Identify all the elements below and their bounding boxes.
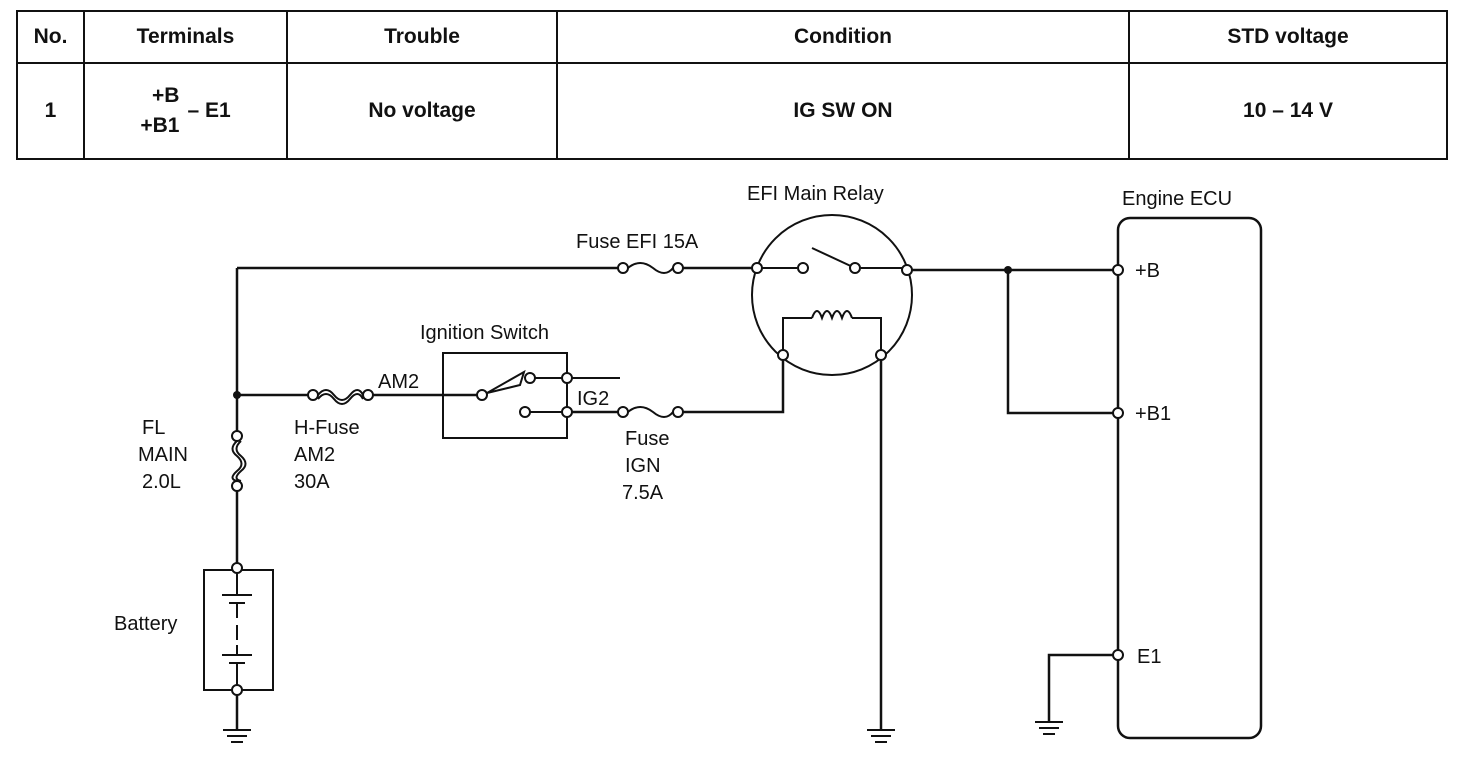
relay-terminal <box>849 262 861 274</box>
hfuse-label-line1: H-Fuse <box>294 417 360 439</box>
relay-terminal <box>797 262 809 274</box>
ign-switch-terminal <box>524 372 536 384</box>
ecu-terminal-b1 <box>1112 407 1124 419</box>
header-condition: Condition <box>556 10 1130 64</box>
fuse-ign-label-line2: IGN <box>625 455 661 477</box>
header-terminals: Terminals <box>83 10 288 64</box>
fl-label-line1: FL <box>142 417 165 439</box>
ecu-pin-e1-label: E1 <box>1137 646 1161 668</box>
ecu-terminal-e1 <box>1112 649 1124 661</box>
header-std-voltage: STD voltage <box>1128 10 1448 64</box>
relay-terminal <box>901 264 913 276</box>
hfuse-label-line3: 30A <box>294 471 330 493</box>
junction-dot <box>233 391 241 399</box>
engine-ecu-label: Engine ECU <box>1122 188 1232 210</box>
fl-label-line2: MAIN <box>138 444 188 466</box>
relay-terminal <box>777 349 789 361</box>
ecu-terminal-b <box>1112 264 1124 276</box>
fuse-efi-label: Fuse EFI 15A <box>576 231 699 253</box>
terminal-b1: +B1 <box>140 114 180 137</box>
table-row: 1 +B +B1 – E1 No voltage IG SW ON 10 – 1… <box>16 62 1448 160</box>
fl-label-line3: 2.0L <box>142 471 181 493</box>
ign-switch-terminal <box>561 372 573 384</box>
cell-no: 1 <box>16 62 85 160</box>
relay-terminal <box>751 262 763 274</box>
header-trouble: Trouble <box>286 10 558 64</box>
spec-table: No. Terminals Trouble Condition STD volt… <box>16 10 1448 160</box>
am2-label: AM2 <box>378 371 419 393</box>
ign-switch-terminal <box>476 389 488 401</box>
ign-switch-terminal <box>519 406 531 418</box>
ig2-label: IG2 <box>577 388 609 410</box>
engine-ecu-box <box>1116 216 1263 740</box>
ign-switch-terminal <box>561 406 573 418</box>
fuse-ign-label-line3: 7.5A <box>622 482 664 504</box>
fuse-efi-icon <box>627 262 674 274</box>
battery-box <box>203 569 274 691</box>
fl-terminal <box>231 480 243 492</box>
terminals-group: +B +B1 – E1 <box>140 81 230 141</box>
hfuse-terminal <box>307 389 319 401</box>
fuse-ign-label-line1: Fuse <box>625 428 669 450</box>
wire-ign-fuse-to-relay <box>678 355 785 414</box>
battery-terminal <box>231 562 243 574</box>
cell-std-voltage: 10 – 14 V <box>1128 62 1448 160</box>
efi-relay-label: EFI Main Relay <box>747 183 884 205</box>
fuse-ign-icon <box>627 406 674 418</box>
wire-e1-ground <box>1047 653 1118 722</box>
hfuse-terminal <box>362 389 374 401</box>
battery-terminal <box>231 684 243 696</box>
fuse-efi-terminal <box>672 262 684 274</box>
ground-icon <box>1035 721 1063 735</box>
ign-switch-arm <box>486 369 526 394</box>
table-header-row: No. Terminals Trouble Condition STD volt… <box>16 10 1448 64</box>
terminal-e1: – E1 <box>187 99 231 122</box>
fl-link-icon <box>231 440 247 482</box>
fuse-ign-terminal <box>672 406 684 418</box>
cell-condition: IG SW ON <box>556 62 1130 160</box>
relay-coil-wires <box>782 317 882 355</box>
ecu-pin-b1-label: +B1 <box>1135 403 1171 425</box>
hfuse-icon <box>317 389 364 405</box>
ignition-switch-label: Ignition Switch <box>420 322 549 344</box>
ground-icon <box>867 729 895 743</box>
relay-contact-arm <box>811 247 856 269</box>
hfuse-label-line2: AM2 <box>294 444 335 466</box>
battery-cells-icon <box>222 573 252 685</box>
ign-switch-wires <box>530 377 620 413</box>
fuse-efi-terminal <box>617 262 629 274</box>
relay-terminal <box>875 349 887 361</box>
cell-trouble: No voltage <box>286 62 558 160</box>
wire-junction-b1 <box>1006 270 1118 415</box>
header-no: No. <box>16 10 85 64</box>
terminal-b: +B <box>152 84 180 107</box>
cell-terminals: +B +B1 – E1 <box>83 62 288 160</box>
efi-relay-body <box>751 214 913 376</box>
ground-icon <box>223 729 251 743</box>
terminals-stack: +B +B1 <box>140 81 179 141</box>
fuse-ign-terminal <box>617 406 629 418</box>
ecu-pin-b-label: +B <box>1135 260 1160 282</box>
junction-dot <box>1004 266 1012 274</box>
fl-terminal <box>231 430 243 442</box>
relay-coil-icon <box>811 310 853 321</box>
battery-label: Battery <box>114 613 177 635</box>
